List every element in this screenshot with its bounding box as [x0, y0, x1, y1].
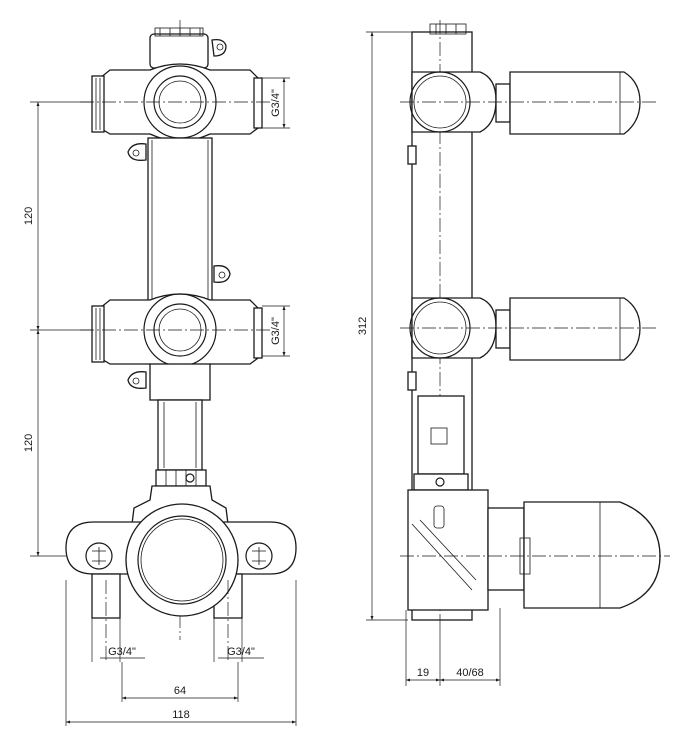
dim-inlet-left-label: G3/4" [108, 646, 136, 658]
side-lower-valve [400, 297, 656, 361]
dim-inlet-right-label: G3/4" [227, 646, 255, 658]
upper-valve-block [80, 63, 270, 142]
dim-outlet-lower: G3/4" [262, 305, 290, 357]
side-lug-lower [407, 371, 417, 391]
dim-overall-width-label: 118 [172, 709, 190, 721]
dim-outlet-upper: G3/4" [262, 77, 290, 129]
side-extension [417, 395, 465, 475]
top-cap [149, 27, 209, 69]
dim-spacing-upper-label: 120 [23, 207, 35, 225]
dim-side-depth-a-label: 19 [417, 667, 429, 679]
mounting-ear-mid-right [213, 265, 231, 283]
hex-nut [155, 469, 207, 487]
dim-inlet-spacing-label: 64 [174, 685, 186, 697]
dim-inlet-spacing: 64 [121, 662, 239, 702]
dim-side-depth-b-label: 40/68 [456, 667, 484, 679]
front-view: G3/4" G3/4" 120 120 G3/4" [23, 20, 297, 726]
dim-outlet-upper-label: G3/4" [270, 89, 282, 117]
side-view: 312 19 40/68 [357, 20, 670, 686]
dim-overall-width: 118 [65, 580, 297, 726]
dim-vertical-spacing: 120 120 [23, 101, 92, 557]
diverter-body [65, 485, 297, 619]
lower-valve-block [80, 293, 270, 372]
dim-side-height: 312 [357, 31, 412, 621]
mounting-ear-top-right [211, 38, 227, 57]
dim-side-height-label: 312 [357, 317, 369, 335]
dim-inlet-left: G3/4" [91, 618, 145, 662]
extension-tube [157, 399, 203, 471]
dim-side-depth: 19 40/68 [405, 608, 501, 686]
lower-block-neck [149, 363, 211, 401]
side-diverter [400, 489, 670, 611]
side-upper-valve [400, 71, 656, 135]
dim-inlet-right: G3/4" [213, 618, 264, 662]
dim-outlet-lower-label: G3/4" [270, 317, 282, 345]
side-hex-nut [413, 473, 469, 491]
mounting-ear-mid-left [127, 143, 147, 161]
side-lug-upper [407, 145, 417, 165]
mounting-ear-low-left [127, 371, 147, 389]
riser-tube [147, 137, 213, 303]
dim-spacing-lower-label: 120 [23, 434, 35, 452]
